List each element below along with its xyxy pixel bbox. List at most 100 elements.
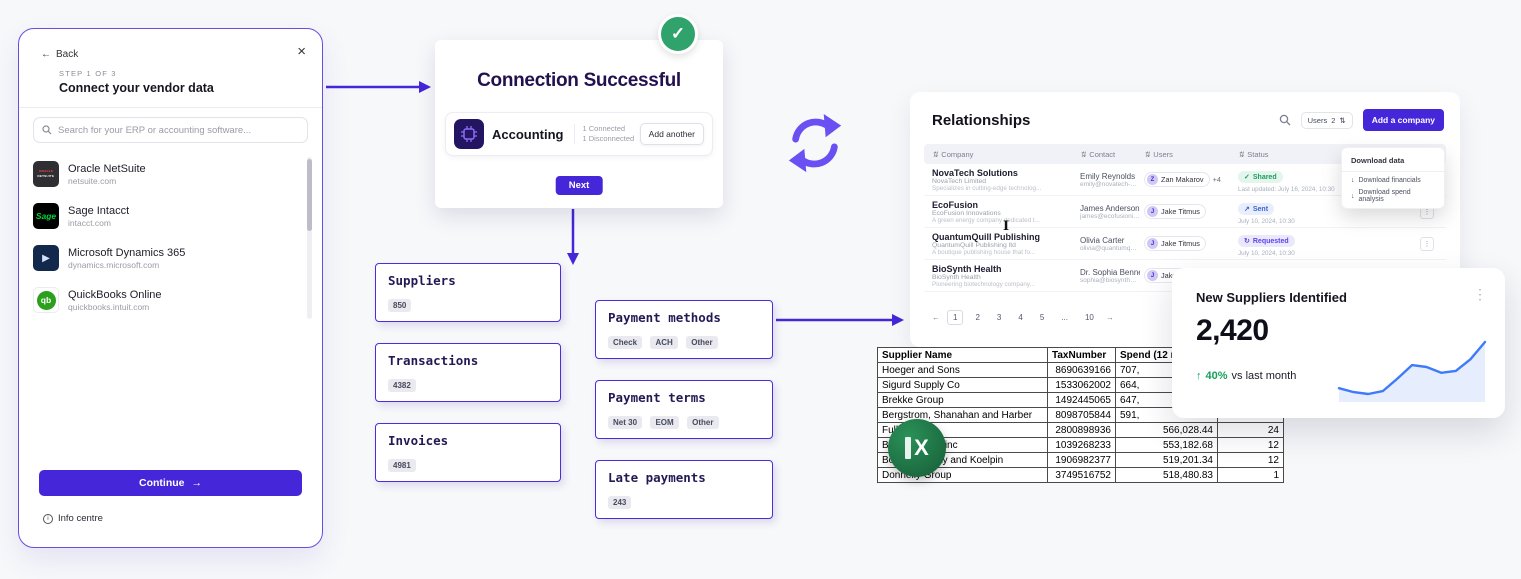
tag-badge: Check [608,336,643,349]
sheet-header: Supplier Name [877,347,1048,363]
page-number[interactable]: 2 [975,313,980,322]
accounting-chip-icon [454,119,484,149]
search-icon[interactable] [1279,114,1291,126]
kpi-value: 2,420 [1196,314,1269,347]
page-number[interactable]: 10 [1084,313,1094,322]
up-arrow-icon: ↑ [1196,370,1202,382]
integration-stats: 1 Connected 1 Disconnected [573,124,635,144]
relationships-toolbar: Users 2 ⇅ Add a company [1279,109,1444,131]
add-company-button[interactable]: Add a company [1362,109,1444,131]
user-chip[interactable]: J Jake Titmus [1144,236,1206,251]
sent-icon: ↗ [1244,206,1250,213]
vendor-list: ORACLE NETSUITE Oracle NetSuite netsuite… [33,153,298,321]
scrollbar-thumb[interactable] [307,159,312,231]
info-centre-link[interactable]: i Info centre [43,513,103,524]
users-filter[interactable]: Users 2 ⇅ [1300,111,1353,129]
company-name: BioSynth Health [932,263,1002,274]
dynamics-logo: ▶ [33,245,59,271]
vendor-item-netsuite[interactable]: ORACLE NETSUITE Oracle NetSuite netsuite… [33,153,298,195]
company-desc: A green energy company dedicated t... [932,216,1040,224]
contact-name: James Anderson [1080,203,1140,213]
status-badge: ↻ Requested [1238,235,1295,247]
status-date: Last updated: July 16, 2024, 10:30 [1238,186,1335,193]
table-header: ⇅Company ⇅Contact ⇅Users ⇅Status [924,144,1446,164]
continue-button[interactable]: Continue → [39,470,302,496]
delta-percent: 40% [1205,370,1228,382]
contact-name: Olivia Carter [1080,235,1125,245]
vendor-item-quickbooks[interactable]: qb QuickBooks Online quickbooks.intuit.c… [33,279,298,321]
menu-item-download-financials[interactable]: ↓ Download financials [1351,177,1421,184]
company-sub: NovaTech Limited [932,177,987,185]
count-badge: 243 [608,496,632,509]
relationships-table: ⇅Company ⇅Contact ⇅Users ⇅Status NovaTec… [924,144,1446,292]
new-suppliers-card: New Suppliers Identified ⋮ 2,420 ↑ 40% v… [1172,268,1505,418]
integration-name: Accounting [492,126,564,142]
company-name: EcoFusion [932,199,979,210]
column-status[interactable]: ⇅Status [1238,149,1269,159]
vendor-list-scrollbar[interactable] [307,157,312,319]
tag-badge: Net 30 [608,416,643,429]
company-sub: EcoFusion Innovations [932,209,1001,217]
kebab-menu-icon[interactable]: ⋮ [1473,286,1487,302]
delta-label: vs last month [1231,370,1297,382]
back-button[interactable]: ← Back [41,49,78,60]
page-number[interactable]: 5 [1039,313,1045,322]
vendor-item-sage-intacct[interactable]: Sage Sage Intacct intacct.com [33,195,298,237]
vendor-item-dynamics-365[interactable]: ▶ Microsoft Dynamics 365 dynamics.micros… [33,237,298,279]
column-contact[interactable]: ⇅Contact [1080,149,1116,159]
vendor-name: Sage Intacct [68,204,130,217]
shared-icon: ✓ [1244,174,1250,181]
connect-vendor-modal: ← Back × STEP 1 OF 3 Connect your vendor… [18,28,323,548]
user-chip[interactable]: Z Zan Makarov [1144,172,1210,187]
sort-icon: ⇅ [1144,149,1151,159]
contact-name: Dr. Sophia Bennett [1080,267,1140,277]
table-row[interactable]: EcoFusion EcoFusion Innovations A green … [924,196,1446,228]
sage-logo: Sage [33,203,59,229]
page-number[interactable]: 3 [996,313,1002,322]
next-button[interactable]: Next [555,176,603,195]
kpi-delta: ↑ 40% vs last month [1196,370,1296,382]
user-chip[interactable]: J Jake Titmus [1144,204,1206,219]
sort-icon: ⇅ [932,149,939,159]
flow-arrow-connection-to-nodes [567,209,579,265]
disconnected-count: 1 Disconnected [582,134,635,143]
erp-search [33,117,308,143]
prev-page-icon[interactable]: ← [932,313,940,322]
next-page-icon[interactable]: → [1105,313,1114,322]
back-label: Back [56,49,79,60]
node-title: Invoices [388,433,449,448]
integration-row: Accounting 1 Connected 1 Disconnected Ad… [445,112,713,156]
node-suppliers: Suppliers 850 [375,263,561,322]
node-late-payments: Late payments 243 [595,460,773,519]
sort-icon: ⇅ [1339,115,1346,125]
page-number[interactable]: 4 [1018,313,1023,322]
node-payment-methods: Payment methods Check ACH Other [595,300,773,359]
company-desc: A boutique publishing house that fo... [932,248,1036,256]
success-check-icon: ✓ [658,14,698,54]
company-sub: QuantumQuill Publishing ltd [932,241,1016,249]
status-date: July 10, 2024, 10:30 [1238,218,1295,225]
company-name: QuantumQuill Publishing [932,231,1040,242]
close-icon[interactable]: × [297,43,306,60]
pagination: ← 1 2 3 4 5 ... 10 → [932,310,1114,325]
table-row[interactable]: NovaTech Solutions NovaTech Limited Spec… [924,164,1446,196]
company-desc: Specializes in cutting-edge technolog... [932,184,1042,192]
search-input[interactable] [58,124,299,136]
page-number[interactable]: 1 [947,310,964,325]
column-users[interactable]: ⇅Users [1144,149,1173,159]
contact-email: emily@novatech-solutions.com [1080,180,1140,188]
kpi-sparkline [1337,340,1487,402]
avatar: J [1147,270,1158,281]
table-row[interactable]: QuantumQuill Publishing QuantumQuill Pub… [924,228,1446,260]
menu-item-download-spend-analysis[interactable]: ↓ Download spend analysis [1351,189,1411,203]
status-date: July 10, 2024, 10:30 [1238,250,1295,257]
contact-name: Emily Reynolds [1080,171,1136,181]
add-another-button[interactable]: Add another [639,123,704,145]
status-badge: ↗ Sent [1238,203,1275,215]
column-company[interactable]: ⇅Company [932,149,974,159]
row-action-button[interactable]: ⋮ [1420,236,1434,251]
download-data-menu: Download data ↓ Download financials ↓ Do… [1341,147,1445,209]
step-header: STEP 1 OF 3 Connect your vendor data [19,69,322,108]
